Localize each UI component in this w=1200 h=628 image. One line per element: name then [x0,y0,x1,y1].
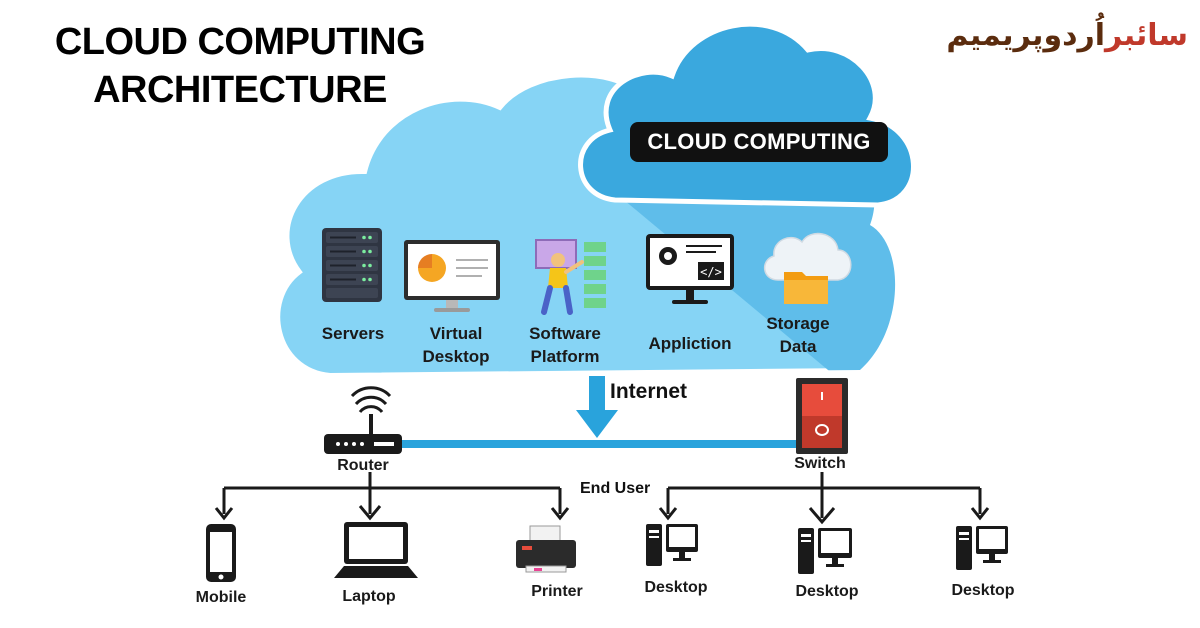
device-label-mobile: Mobile [195,589,247,606]
device-label-desktop: Desktop [795,583,859,600]
svg-text:</>: </> [700,265,722,279]
brand-logo: سائبراُردوپریمیم [946,18,1188,53]
title-line-1: CLOUD COMPUTING [54,21,426,63]
cloud-folder-icon [764,232,852,304]
diagram-title: CLOUD COMPUTING ARCHITECTURE [20,18,460,114]
developer-platform-icon [535,239,606,315]
cloud-computing-badge: CLOUD COMPUTING [630,122,888,162]
switch-bus [658,472,990,525]
code-monitor-icon: </> [646,234,734,304]
desktop-computer-icon [798,528,852,574]
monitor-chart-icon [404,240,500,312]
desktop-computer-icon [956,526,1008,570]
printer-icon [516,525,576,573]
service-label-software-platform: Software Platform [529,324,601,366]
server-rack-icon [322,228,382,302]
service-label-servers: Servers [321,324,385,343]
brand-part-1: سائبر [1105,18,1188,53]
internet-arrow [576,376,618,438]
router-bus [214,472,570,521]
device-label-laptop: Laptop [342,588,396,605]
smartphone-icon [206,524,236,582]
switch-icon [796,378,848,454]
end-user-label: End User [574,480,657,498]
service-label-virtual-desktop: Virtual Desktop [422,324,490,366]
device-label-desktop: Desktop [951,582,1015,599]
switch-label: Switch [794,455,846,472]
desktop-computer-icon [646,524,698,566]
service-label-application: Appliction [648,334,732,353]
title-line-2: ARCHITECTURE [93,69,387,111]
device-label-printer: Printer [531,583,583,600]
laptop-icon [334,522,418,578]
service-label-storage-data: Storage Data [766,314,830,356]
inner-cloud-shape [578,21,916,208]
device-label-desktop: Desktop [644,579,708,596]
router-label: Router [337,457,389,474]
brand-part-3: پریمیم [946,18,1044,53]
brand-part-2: اُردو [1043,18,1106,53]
internet-label: Internet [610,380,688,403]
router-icon [324,386,402,454]
